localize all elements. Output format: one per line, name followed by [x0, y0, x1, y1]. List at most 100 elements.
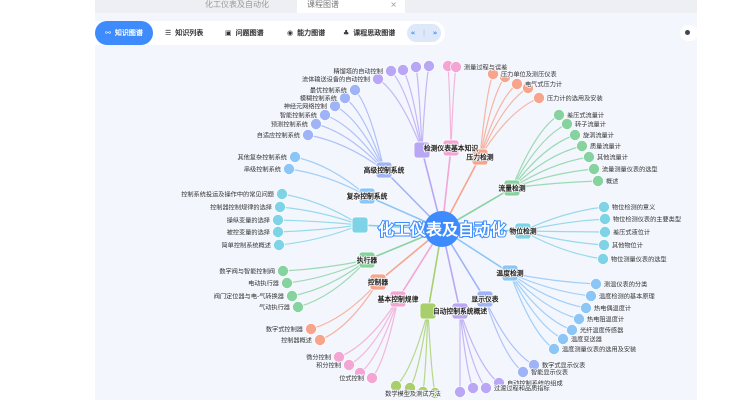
leaf-node[interactable] [557, 333, 569, 345]
leaf-node[interactable] [366, 372, 378, 384]
leaf-node[interactable] [480, 382, 492, 394]
leaf-edge [479, 97, 540, 158]
hub-node[interactable] [369, 273, 387, 291]
leaf-node[interactable] [450, 61, 462, 73]
leaf-node[interactable] [339, 92, 351, 104]
knowledge-graph-canvas[interactable]: 流体输送设备的自动控制精馏塔的自动控制测量过程与误差检测仪表基本知识压力单位及测… [95, 0, 697, 400]
hub-node[interactable] [476, 290, 494, 308]
leaf-node[interactable] [580, 302, 592, 314]
hub-node[interactable] [501, 264, 519, 282]
leaf-label: 差压式液位计 [613, 229, 650, 237]
leaf-node[interactable] [302, 129, 314, 141]
leaf-node[interactable] [454, 386, 466, 398]
leaf-node[interactable] [517, 366, 529, 378]
hub-node[interactable] [358, 251, 376, 269]
tab-knowledge-graph[interactable]: ⚯知识图谱 [95, 21, 153, 45]
leaf-node[interactable] [467, 382, 479, 394]
leaf-node[interactable] [548, 343, 560, 355]
window-tab-course-graph[interactable]: 课程图谱× [297, 0, 405, 13]
leaf-label: 精馏塔的自动控制 [334, 68, 384, 76]
hub-node[interactable] [413, 141, 431, 159]
hub-node[interactable] [375, 161, 393, 179]
leaf-node[interactable] [305, 323, 317, 335]
leaf-node[interactable] [585, 290, 597, 302]
leaf-node[interactable] [410, 61, 422, 73]
leaf-node[interactable] [276, 188, 288, 200]
leaf-node[interactable] [283, 163, 295, 175]
leaf-node[interactable] [273, 239, 285, 251]
leaf-node[interactable] [354, 367, 366, 379]
tab-ability-graph[interactable]: ◉能力图谱 [287, 21, 325, 45]
leaf-node[interactable] [522, 82, 534, 94]
hub-node[interactable] [389, 290, 407, 308]
leaf-node[interactable] [576, 140, 588, 152]
leaf-node[interactable] [569, 129, 581, 141]
leaf-node[interactable] [597, 253, 609, 265]
leaf-node[interactable] [561, 118, 573, 130]
hub-node[interactable] [503, 179, 521, 197]
leaf-node[interactable] [349, 84, 361, 96]
leaf-node[interactable] [274, 201, 286, 213]
leaf-label: 串级控制系统 [244, 166, 281, 174]
leaf-node[interactable] [429, 387, 441, 399]
leaf-node[interactable] [319, 109, 331, 121]
next-button[interactable]: » [432, 29, 438, 37]
leaf-label: 其他物位计 [612, 242, 643, 250]
hub-node[interactable] [351, 216, 369, 234]
hub-node[interactable] [442, 139, 460, 157]
hub-node[interactable] [514, 222, 532, 240]
leaf-node[interactable] [588, 163, 600, 175]
leaf-node[interactable] [289, 151, 301, 163]
leaf-node[interactable] [404, 382, 416, 394]
leaf-label: 流量测量仪表的选型 [602, 166, 658, 174]
leaf-node[interactable] [553, 109, 565, 121]
hub-node[interactable] [419, 302, 437, 320]
leaf-node[interactable] [385, 65, 397, 77]
leaf-node[interactable] [314, 334, 326, 346]
hub-node[interactable] [451, 302, 469, 320]
leaf-node[interactable] [583, 151, 595, 163]
leaf-node[interactable] [310, 118, 322, 130]
close-icon[interactable]: × [390, 0, 397, 9]
leaf-node[interactable] [397, 64, 409, 76]
tab-question-graph[interactable]: ▣问题图谱 [225, 21, 264, 45]
leaf-node[interactable] [423, 60, 435, 72]
leaf-node[interactable] [533, 92, 545, 104]
leaf-node[interactable] [286, 290, 298, 302]
leaf-node[interactable] [566, 324, 578, 336]
hub-node[interactable] [358, 187, 376, 205]
leaf-label: 差压式流量计 [567, 112, 604, 120]
leaf-node[interactable] [598, 201, 610, 213]
leaf-node[interactable] [372, 73, 384, 85]
leaf-node[interactable] [598, 239, 610, 251]
leaf-node[interactable] [528, 359, 540, 371]
tab-ideology-graph[interactable]: ♣课程思政图谱 [343, 21, 395, 45]
leaf-node[interactable] [599, 226, 611, 238]
side-toggle-button[interactable] [680, 25, 697, 41]
leaf-node[interactable] [487, 68, 499, 80]
tab-knowledge-list[interactable]: ☰知识列表 [165, 21, 203, 45]
leaf-label: 物位检测仪表的主要类型 [613, 216, 681, 224]
leaf-node[interactable] [493, 377, 505, 389]
leaf-node[interactable] [417, 386, 429, 398]
leaf-node[interactable] [281, 277, 293, 289]
leaf-node[interactable] [333, 351, 345, 363]
leaf-node[interactable] [573, 313, 585, 325]
leaf-node[interactable] [329, 100, 341, 112]
window-tab-course[interactable]: 化工仪表及自动化 [195, 0, 295, 13]
leaf-label: 温度检测的基本原理 [599, 293, 655, 301]
leaf-node[interactable] [599, 213, 611, 225]
center-node[interactable] [424, 211, 460, 247]
leaf-node[interactable] [499, 71, 511, 83]
leaf-node[interactable] [343, 359, 355, 371]
leaf-node[interactable] [590, 278, 602, 290]
hub-node[interactable] [471, 148, 489, 166]
leaf-node[interactable] [390, 380, 402, 392]
leaf-node[interactable] [592, 175, 604, 187]
leaf-node[interactable] [272, 214, 284, 226]
leaf-node[interactable] [511, 78, 523, 90]
leaf-node[interactable] [277, 265, 289, 277]
leaf-node[interactable] [292, 301, 304, 313]
leaf-node[interactable] [272, 226, 284, 238]
prev-button[interactable]: « [410, 29, 416, 37]
